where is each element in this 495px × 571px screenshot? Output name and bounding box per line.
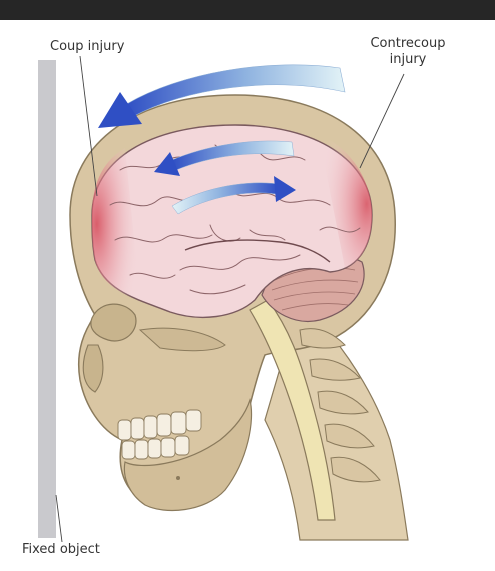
spine [249, 299, 381, 521]
contrecoup-injury-region [320, 140, 372, 268]
lateral-sulcus [184, 239, 331, 263]
cerebellum-folds [271, 267, 359, 311]
large-curved-arrow [98, 64, 346, 128]
top-bar [0, 0, 495, 20]
eye-socket [90, 303, 137, 342]
fixed-object-leader-line [55, 494, 63, 543]
cheek-bone [138, 327, 226, 352]
mental-foramen [176, 476, 180, 480]
teeth [117, 409, 202, 460]
jaw [123, 397, 253, 511]
contrecoup-label-line1: Contrecoup [370, 36, 446, 51]
contrecoup-label-line2: injury [389, 52, 427, 67]
fixed-object-label: Fixed object [22, 542, 100, 557]
coup-injury-region [92, 148, 140, 300]
coup-injury-label: Coup injury [50, 39, 125, 54]
nasal-cavity [82, 344, 104, 393]
middle-curved-arrow [154, 140, 295, 176]
lower-curved-arrow [171, 176, 296, 215]
contrecoup-leader-line [359, 73, 405, 169]
fixed-object-wall [38, 60, 56, 538]
coup-leader-line [79, 55, 98, 197]
contrecoup-injury-label: Contrecoup injury [368, 36, 448, 68]
